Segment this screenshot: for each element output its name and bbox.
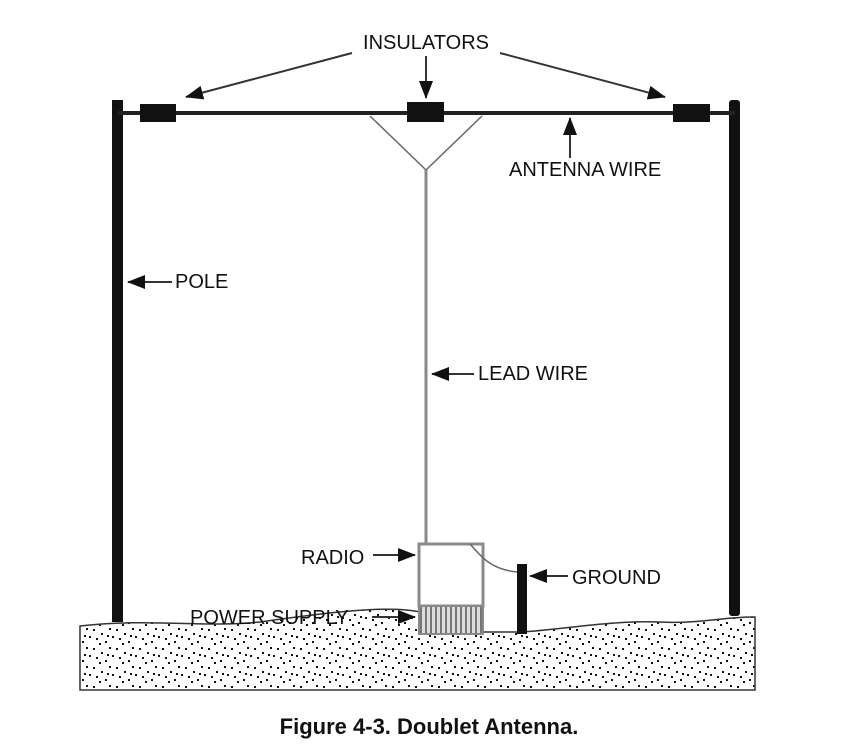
label-lead-wire: LEAD WIRE [478, 363, 588, 385]
label-antenna-wire: ANTENNA WIRE [509, 159, 661, 181]
figure-caption: Figure 4-3. Doublet Antenna. [280, 714, 579, 739]
right-pole [729, 100, 740, 616]
label-power-supply: POWER SUPPLY [190, 607, 349, 629]
arrow-insulator-right [499, 52, 666, 100]
insulator-right [673, 104, 710, 122]
left-pole [112, 100, 123, 622]
label-ground: GROUND [572, 567, 661, 589]
ground-rod [517, 564, 527, 634]
ground-surface [79, 608, 756, 691]
label-radio: RADIO [301, 547, 364, 569]
label-insulators: INSULATORS [363, 32, 489, 54]
radio [417, 542, 485, 608]
ground-cable [469, 543, 519, 573]
insulator-left [140, 104, 176, 122]
label-pole: POLE [175, 271, 228, 293]
arrow-insulator-left [185, 52, 353, 100]
insulator-center [407, 102, 444, 122]
feed-v [369, 115, 483, 172]
power-supply [418, 605, 484, 635]
